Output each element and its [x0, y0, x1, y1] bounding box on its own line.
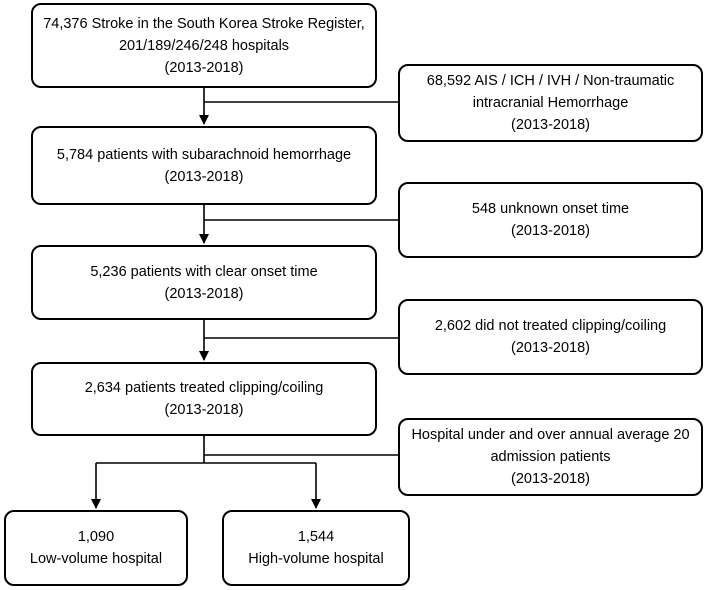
sah-line-2: (2013-2018) — [164, 168, 244, 185]
registry-box: 74,376 Stroke in the South Korea Stroke … — [31, 3, 377, 88]
registry-line-1: 74,376 Stroke in the South Korea Stroke … — [43, 15, 365, 32]
registry-line-2: 201/189/246/248 hospitals — [118, 37, 290, 54]
onset-line-2: (2013-2018) — [164, 285, 244, 302]
split-criteria-line-1: Hospital under and over annual average 2… — [411, 427, 690, 443]
exclusion-box-1: 68,592 AIS / ICH / IVH / Non-traumatic i… — [398, 64, 703, 142]
exclusion-2-line-1: 548 unknown onset time — [471, 201, 630, 217]
split-criteria-line-3: (2013-2018) — [511, 471, 590, 487]
low-volume-box: 1,090 Low-volume hospital — [4, 510, 188, 586]
high-volume-label: High-volume hospital — [248, 551, 384, 567]
exclusion-3-line-2: (2013-2018) — [511, 340, 590, 356]
onset-line-1: 5,236 patients with clear onset time — [90, 263, 318, 280]
exclusion-1-line-1: 68,592 AIS / ICH / IVH / Non-traumatic — [426, 73, 675, 89]
exclusion-2-line-2: (2013-2018) — [511, 223, 590, 239]
exclusion-box-3: 2,602 did not treated clipping/coiling (… — [398, 299, 703, 375]
sah-box: 5,784 patients with subarachnoid hemorrh… — [31, 126, 377, 205]
treated-line-1: 2,634 patients treated clipping/coiling — [84, 380, 324, 396]
treated-line-2: (2013-2018) — [164, 402, 244, 418]
split-criteria-box: Hospital under and over annual average 2… — [398, 418, 703, 496]
split-criteria-line-2: admission patients — [490, 449, 611, 465]
exclusion-box-2: 548 unknown onset time (2013-2018) — [398, 182, 703, 258]
high-volume-box: 1,544 High-volume hospital — [222, 510, 410, 586]
exclusion-1-line-3: (2013-2018) — [511, 117, 590, 133]
exclusion-3-line-1: 2,602 did not treated clipping/coiling — [434, 318, 667, 334]
low-volume-count: 1,090 — [77, 529, 115, 545]
treated-box: 2,634 patients treated clipping/coiling … — [31, 362, 377, 436]
registry-line-3: (2013-2018) — [164, 59, 244, 76]
onset-box: 5,236 patients with clear onset time (20… — [31, 245, 377, 320]
high-volume-count: 1,544 — [297, 529, 335, 545]
sah-line-1: 5,784 patients with subarachnoid hemorrh… — [56, 146, 352, 163]
exclusion-1-line-2: intracranial Hemorrhage — [472, 95, 629, 111]
low-volume-label: Low-volume hospital — [29, 551, 163, 567]
